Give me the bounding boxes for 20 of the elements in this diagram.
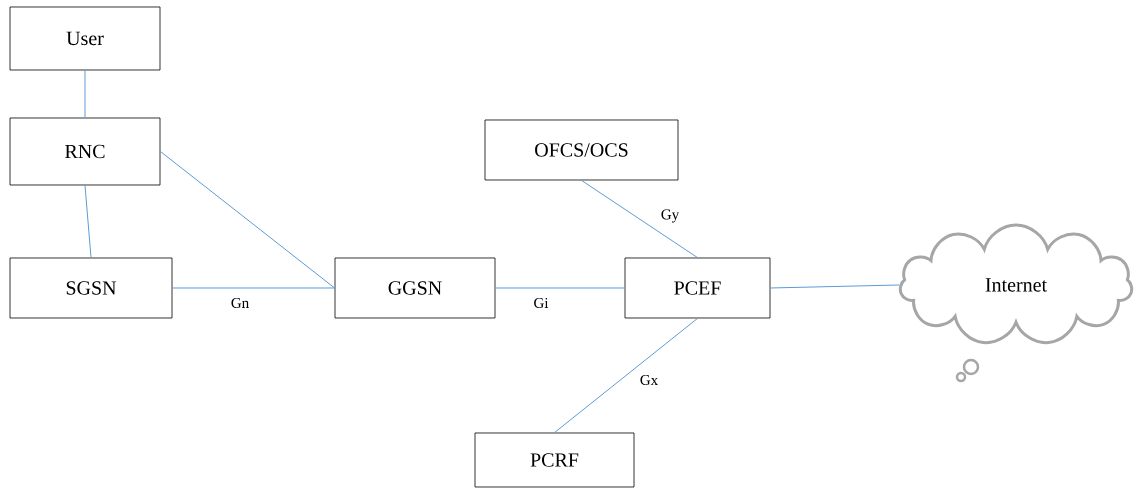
connector-line	[84, 69, 86, 119]
box: SGSN	[9, 257, 173, 319]
connector-line	[159, 151, 336, 289]
connector-line	[171, 287, 336, 289]
edge-label: Gy	[661, 209, 680, 223]
connector-line	[769, 284, 900, 289]
connector-line	[84, 184, 92, 259]
edge-label: Gx	[640, 374, 658, 386]
cloud: Internet	[898, 223, 1134, 383]
box: PCEF	[624, 257, 771, 319]
connector-line	[554, 317, 698, 434]
connector-line	[581, 179, 698, 259]
box: RNC	[9, 117, 161, 186]
connector-line	[494, 287, 626, 289]
box: PCRF	[474, 432, 635, 488]
box: User	[9, 6, 161, 71]
box: OFCS/OCS	[484, 119, 679, 181]
edge-label: Gn	[231, 297, 249, 309]
box: GGSN	[334, 257, 496, 319]
edge-label: Gi	[534, 297, 549, 309]
